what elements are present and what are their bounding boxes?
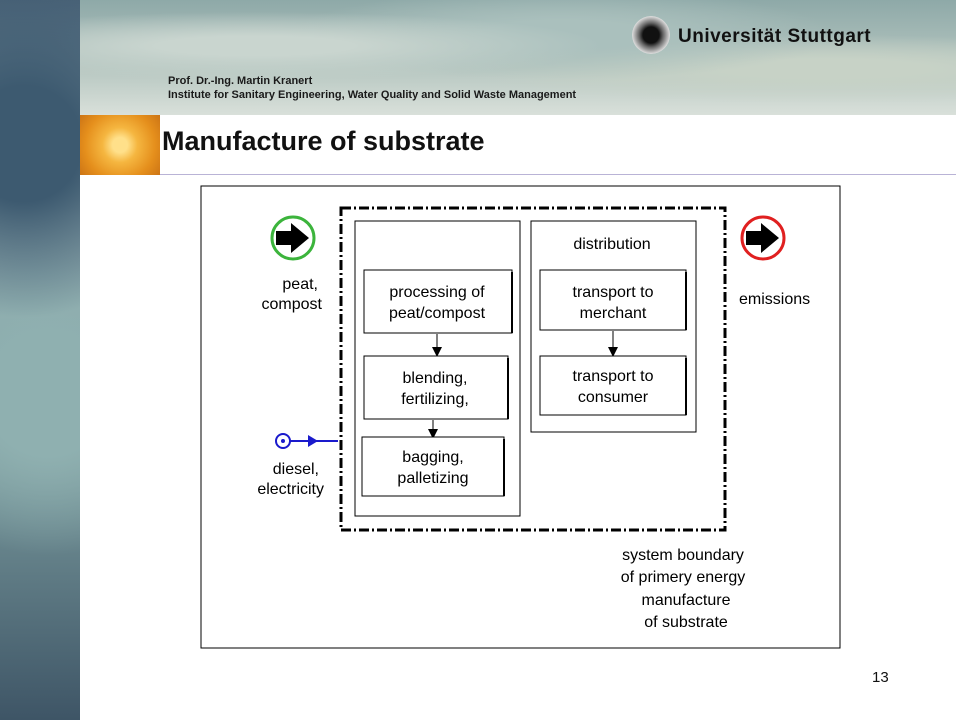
step-blending-line-1: blending, bbox=[403, 370, 468, 387]
step-bagging-line-1: bagging, bbox=[402, 449, 463, 466]
energy-input-icon bbox=[275, 433, 338, 449]
step-merchant-line-1: transport to bbox=[573, 284, 654, 301]
step-blending: blending, fertilizing, bbox=[363, 355, 509, 420]
distribution-title: distribution bbox=[573, 236, 650, 253]
university-name: Universität Stuttgart bbox=[678, 26, 872, 47]
page-title: Manufacture of substrate bbox=[162, 126, 485, 156]
input-material-label-2: compost bbox=[262, 296, 323, 313]
step-consumer-line-2: consumer bbox=[578, 389, 649, 406]
boundary-caption-line-4: of substrate bbox=[644, 614, 728, 631]
institute-name: Institute for Sanitary Engineering, Wate… bbox=[168, 89, 577, 101]
system-boundary bbox=[339, 206, 727, 532]
boundary-caption-line-2: of primery energy bbox=[621, 569, 746, 586]
step-processing: processing of peat/compost bbox=[363, 269, 513, 334]
boundary-caption-line-1: system boundary bbox=[622, 547, 744, 564]
step-processing-line-1: processing of bbox=[389, 284, 485, 301]
step-transport-merchant: transport to merchant bbox=[539, 269, 687, 331]
step-consumer-line-1: transport to bbox=[573, 368, 654, 385]
sidebar-photo-strip bbox=[0, 0, 80, 720]
step-transport-consumer: transport to consumer bbox=[539, 355, 687, 416]
header-banner bbox=[80, 0, 956, 115]
step-bagging-line-2: palletizing bbox=[397, 470, 468, 487]
step-bagging: bagging, palletizing bbox=[361, 436, 505, 497]
energy-input-label-2: electricity bbox=[257, 481, 324, 498]
title-divider bbox=[160, 174, 956, 175]
output-label: emissions bbox=[739, 291, 810, 308]
university-sun-logo bbox=[80, 115, 160, 175]
page-number: 13 bbox=[872, 669, 889, 686]
input-material-icon bbox=[270, 215, 316, 261]
input-material-label-1: peat, bbox=[282, 276, 318, 293]
output-emissions-icon bbox=[740, 215, 786, 261]
step-processing-line-2: peat/compost bbox=[389, 305, 486, 322]
university-seal-icon bbox=[632, 16, 670, 54]
boundary-caption-line-3: manufacture bbox=[642, 592, 731, 609]
professor-name: Prof. Dr.-Ing. Martin Kranert bbox=[168, 75, 313, 87]
step-blending-line-2: fertilizing, bbox=[401, 391, 469, 408]
step-merchant-line-2: merchant bbox=[580, 305, 647, 322]
energy-input-label-1: diesel, bbox=[273, 461, 319, 478]
